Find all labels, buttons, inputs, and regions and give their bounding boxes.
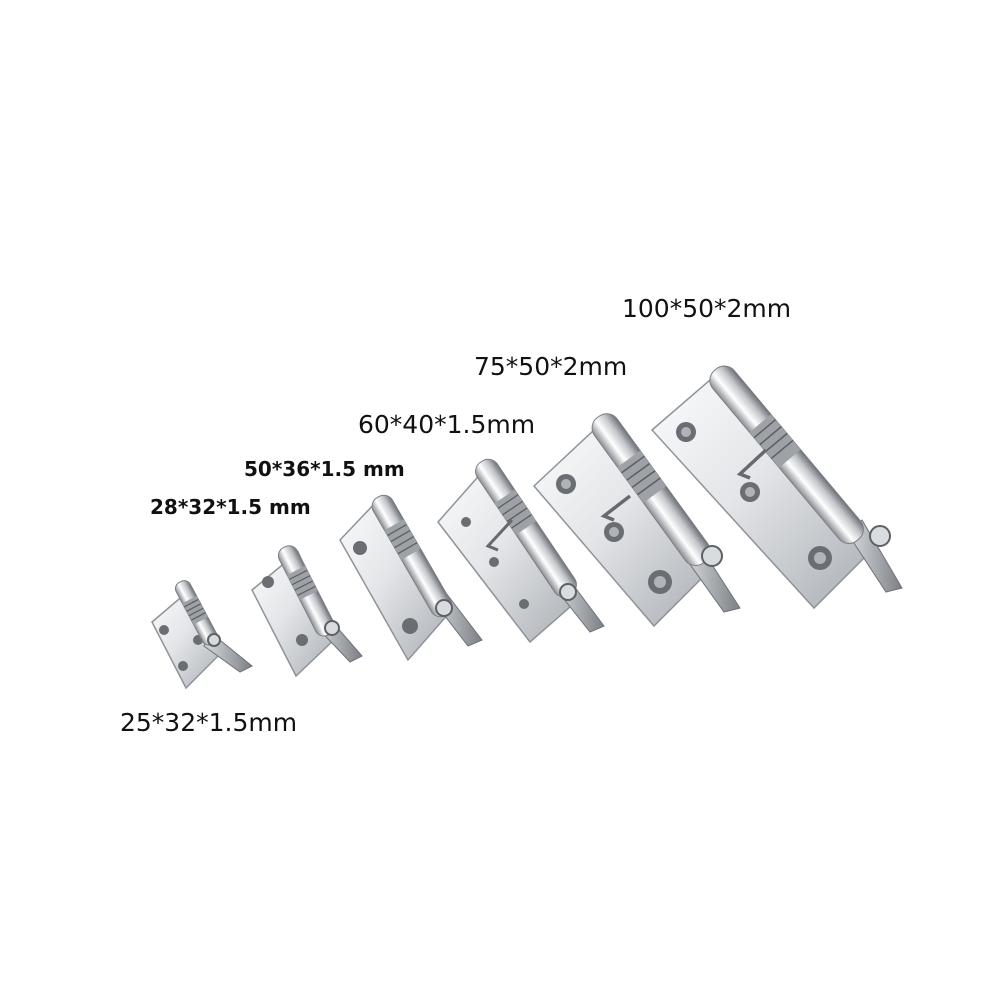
hinge-100x50 xyxy=(650,365,903,610)
label-100x50: 100*50*2mm xyxy=(622,294,792,323)
hinge-50x36 xyxy=(339,494,483,662)
label-60x40: 60*40*1.5mm xyxy=(358,410,536,439)
hinge-25x32 xyxy=(151,580,253,690)
label-50x36: 50*36*1.5 mm xyxy=(244,457,405,481)
label-25x32: 25*32*1.5mm xyxy=(120,708,298,737)
label-75x50: 75*50*2mm xyxy=(474,352,628,381)
hinge-60x40 xyxy=(437,458,605,644)
label-28x32: 28*32*1.5 mm xyxy=(150,495,311,519)
hinge-75x50 xyxy=(532,413,741,628)
hinge-28x32 xyxy=(251,545,363,678)
